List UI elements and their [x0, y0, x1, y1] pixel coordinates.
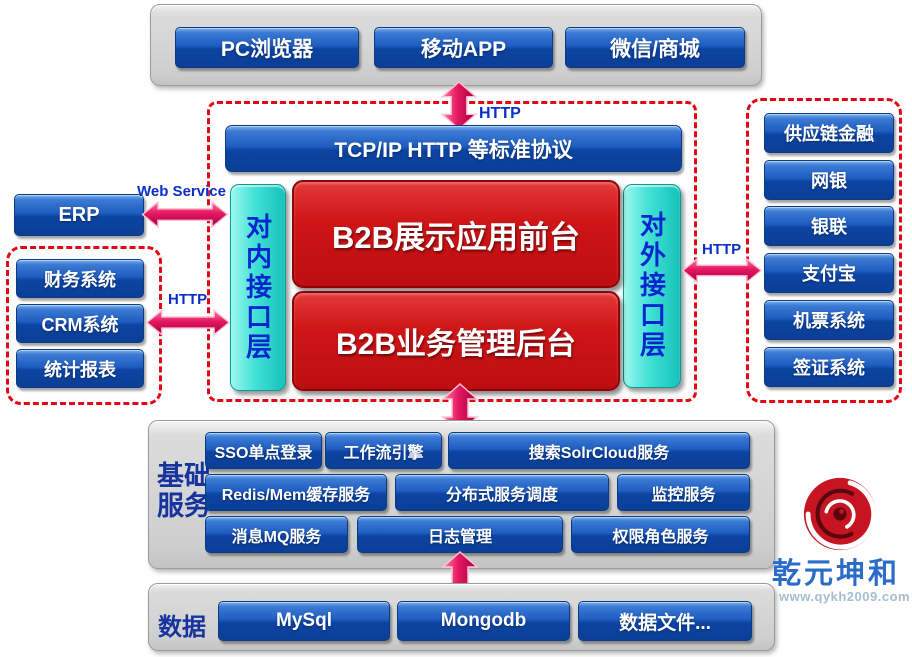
outer-interface-bar: 对外接口层: [623, 184, 681, 388]
company-website: www.qykh2009.com: [779, 589, 911, 604]
internal-system-label: 财务系统: [44, 269, 116, 290]
service-node-sso: SSO单点登录: [205, 432, 322, 469]
external-system-label: 银联: [811, 217, 847, 237]
service-node-label: 权限角色服务: [612, 528, 709, 546]
inner-interface-label: 对内接口层: [242, 212, 273, 363]
http-label-left: HTTP: [168, 291, 208, 308]
http-label-top: HTTP: [479, 105, 521, 122]
client-node-label: 移动APP: [420, 37, 507, 61]
b2b-frontend-label: B2B展示应用前台: [331, 219, 580, 255]
external-system-label: 网银: [811, 171, 847, 191]
datastore-node-label: MySql: [276, 610, 332, 631]
service-node-solrcloud: 搜索SolrCloud服务: [448, 432, 750, 469]
service-node-label: 分布式服务调度: [445, 486, 558, 504]
client-node-pc-browser: PC浏览器: [175, 27, 359, 68]
datastore-node-label: Mongodb: [440, 610, 527, 631]
service-node-distributed-scheduler: 分布式服务调度: [395, 474, 609, 511]
client-node-wechat-mall: 微信/商城: [565, 27, 745, 68]
b2b-frontend-node: B2B展示应用前台: [292, 180, 620, 288]
external-system-label: 支付宝: [802, 264, 856, 284]
b2b-backend-label: B2B业务管理后台: [335, 328, 576, 361]
service-node-logging: 日志管理: [357, 516, 563, 553]
client-node-label: 微信/商城: [610, 37, 700, 61]
company-logo-icon: [799, 473, 881, 555]
outer-interface-label: 对外接口层: [636, 211, 667, 361]
service-node-label: SSO单点登录: [214, 444, 313, 462]
service-node-redis-cache: Redis/Mem缓存服务: [205, 474, 387, 511]
external-system-label: 供应链金融: [784, 124, 874, 144]
b2b-backend-node: B2B业务管理后台: [292, 291, 620, 391]
erp-node: ERP: [14, 194, 144, 236]
datastore-node-mongodb: Mongodb: [397, 601, 570, 641]
datastore-node-label: 数据文件...: [619, 612, 711, 634]
base-services-label: 基础服务: [157, 461, 211, 521]
service-node-label: 监控服务: [651, 486, 716, 504]
service-node-label: 搜索SolrCloud服务: [528, 444, 670, 462]
internal-system-node-report: 统计报表: [16, 349, 144, 388]
internal-system-node-finance: 财务系统: [16, 259, 144, 298]
double-arrow-horizontal-icon: [682, 257, 762, 284]
erp-label: ERP: [58, 203, 100, 226]
external-system-node-ebank: 网银: [764, 160, 894, 200]
external-system-node-supplychain: 供应链金融: [764, 113, 894, 153]
protocol-bar: TCP/IP HTTP 等标准协议: [225, 125, 682, 172]
internal-system-label: 统计报表: [44, 359, 116, 380]
service-node-label: 工作流引擎: [343, 444, 424, 462]
service-node-rbac: 权限角色服务: [571, 516, 750, 553]
external-systems-dashed-container: [746, 98, 902, 403]
service-node-label: 日志管理: [427, 528, 492, 546]
client-node-mobile-app: 移动APP: [374, 27, 553, 68]
service-node-monitoring: 监控服务: [617, 474, 750, 511]
external-system-label: 签证系统: [793, 358, 865, 378]
web-service-label: Web Service: [137, 183, 226, 200]
inner-interface-bar: 对内接口层: [230, 184, 286, 391]
service-node-label: Redis/Mem缓存服务: [221, 486, 371, 504]
external-system-node-ticket: 机票系统: [764, 300, 894, 340]
datastore-node-mysql: MySql: [218, 601, 390, 641]
external-system-node-visa: 签证系统: [764, 347, 894, 387]
protocol-bar-label: TCP/IP HTTP 等标准协议: [334, 138, 573, 162]
service-node-label: 消息MQ服务: [231, 528, 322, 546]
double-arrow-horizontal-icon: [146, 309, 230, 336]
double-arrow-vertical-icon: [440, 81, 478, 130]
double-arrow-horizontal-icon: [139, 201, 231, 228]
external-system-node-alipay: 支付宝: [764, 253, 894, 293]
internal-system-node-crm: CRM系统: [16, 304, 144, 343]
http-label-right: HTTP: [702, 241, 742, 258]
external-system-node-unionpay: 银联: [764, 206, 894, 246]
service-node-mq: 消息MQ服务: [205, 516, 348, 553]
client-node-label: PC浏览器: [220, 37, 314, 61]
company-name: 乾元坤和: [772, 558, 901, 590]
data-layer-label: 数据: [158, 614, 206, 641]
datastore-node-files: 数据文件...: [578, 601, 752, 641]
service-node-workflow: 工作流引擎: [325, 432, 442, 469]
external-system-label: 机票系统: [793, 311, 865, 331]
internal-system-label: CRM系统: [41, 314, 119, 335]
